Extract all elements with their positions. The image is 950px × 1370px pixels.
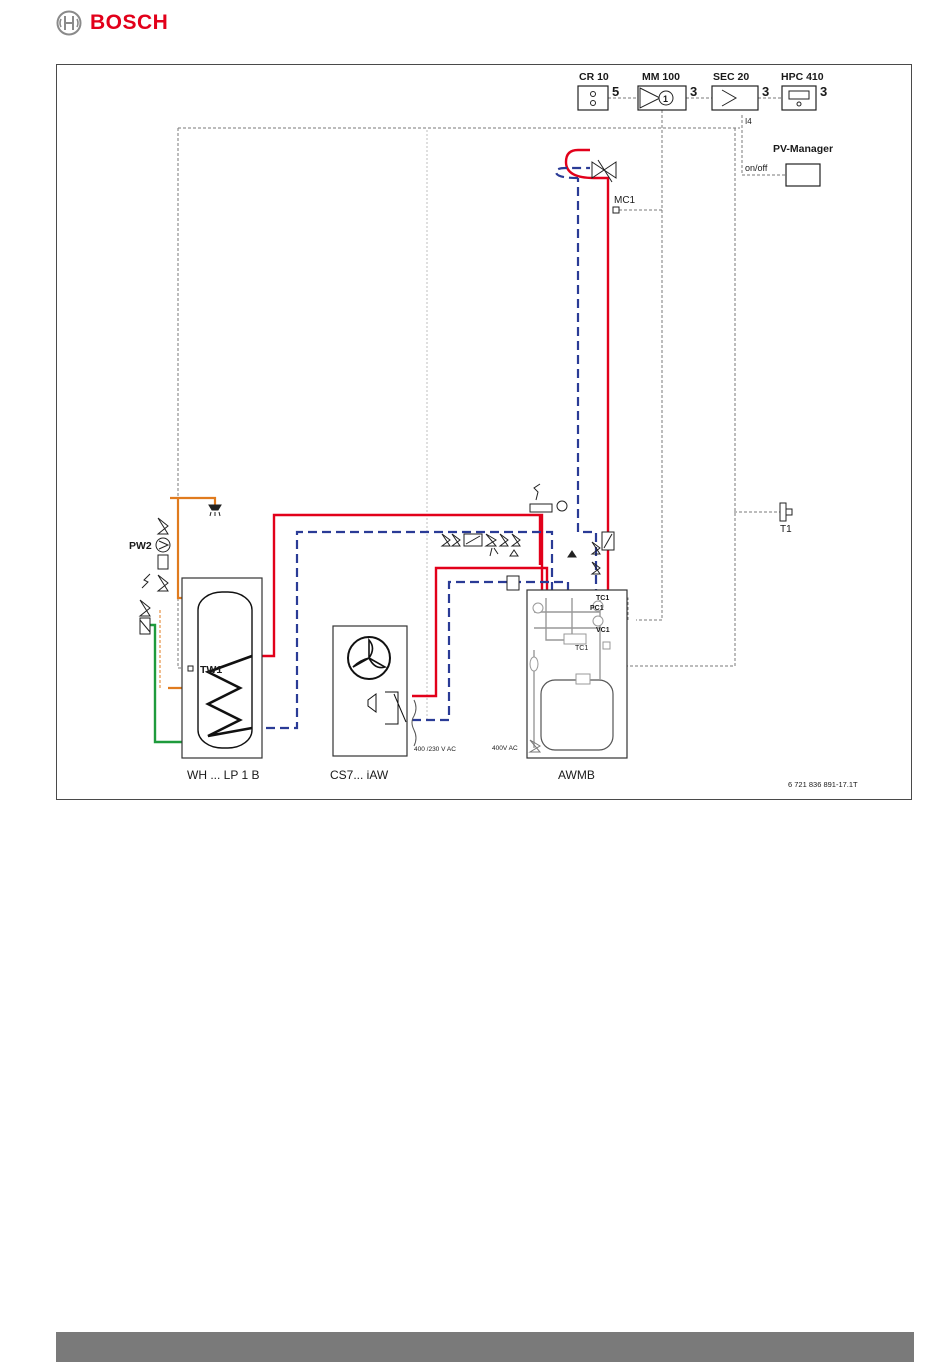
controller-mm100 — [638, 86, 686, 110]
shower-head-icon — [209, 505, 221, 516]
cold-inlet-valves-icon — [140, 574, 150, 634]
vc1-label: VC1 — [596, 627, 610, 634]
pc1-label: PC1 — [590, 605, 604, 612]
mc1-sensor-icon — [613, 207, 619, 213]
pw2-label: PW2 — [129, 540, 152, 552]
hpc410-index: 3 — [820, 84, 827, 99]
indoor-power-label: 400V AC — [492, 745, 518, 752]
indoor-module — [527, 590, 627, 758]
pv-manager-label: PV-Manager — [773, 143, 833, 155]
dhw-tank-label: WH ... LP 1 B — [187, 768, 259, 782]
t1-label: T1 — [780, 524, 792, 535]
mc1-label: MC1 — [614, 195, 636, 206]
tc1-label: TC1 — [596, 595, 609, 602]
outdoor-power-label: 400 /230 V AC — [414, 746, 456, 753]
safety-group-icon — [530, 484, 567, 512]
mm100-symbol: 1 — [663, 94, 668, 104]
pv-manager-box — [786, 164, 820, 186]
controller-sec20 — [712, 86, 758, 110]
indoor-module-label: AWMB — [558, 768, 595, 782]
tw1-label: TW1 — [200, 664, 222, 676]
controller-cr10 — [578, 86, 608, 110]
cr10-index: 5 — [612, 84, 619, 99]
mm100-label: MM 100 — [642, 71, 680, 83]
tc1-inner-label: TC1 — [575, 645, 588, 652]
sec20-index: 3 — [762, 84, 769, 99]
t1-outdoor-sensor-icon — [780, 503, 792, 521]
sec20-label: SEC 20 — [713, 71, 749, 83]
outdoor-heat-pump — [333, 626, 416, 756]
fill-valve-group-icon — [442, 534, 520, 556]
hpc410-label: HPC 410 — [781, 71, 824, 83]
pw2-pump-icon — [156, 518, 170, 591]
sec20-input-label: I4 — [745, 117, 752, 126]
figure-id: 6 721 836 891-17.1T — [788, 780, 858, 789]
mm100-index: 3 — [690, 84, 697, 99]
cr10-label: CR 10 — [579, 71, 609, 83]
footer-bar — [56, 1332, 914, 1362]
pv-signal-label: on/off — [745, 163, 768, 173]
controller-hpc410 — [782, 86, 816, 110]
outdoor-unit-label: CS7... iAW — [330, 768, 389, 782]
